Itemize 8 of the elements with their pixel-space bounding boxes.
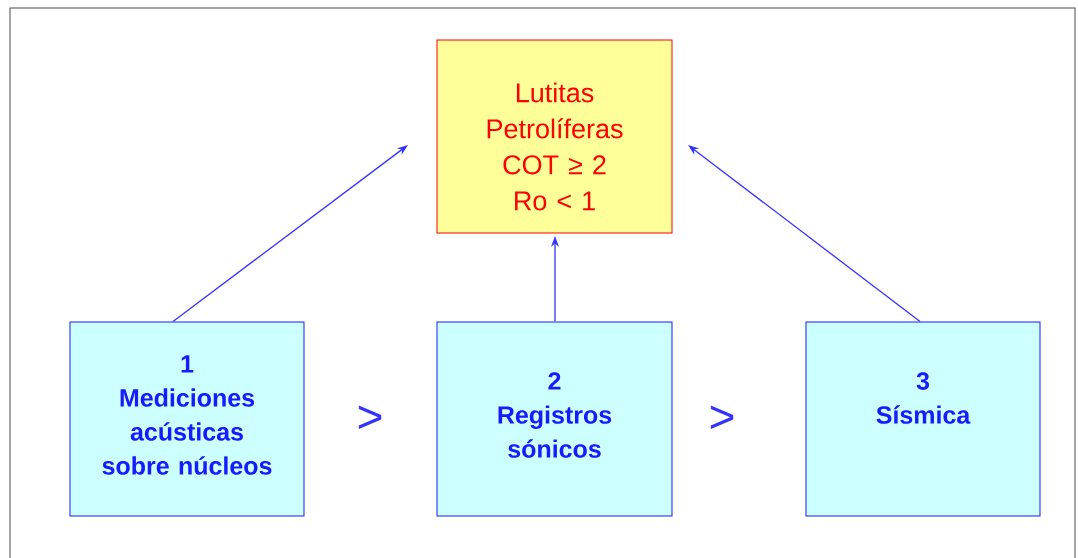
comparison-sign: > [710, 405, 734, 429]
arrow [688, 145, 921, 323]
text-box: 1 Mediciones acústicas sobre núcleos [69, 321, 305, 517]
text-box: 3 Sísmica [805, 321, 1041, 517]
text-box: 2 Registros sónicos [436, 321, 673, 517]
text-box: Lutitas Petrolíferas COT ≥ 2 Ro < 1 [436, 39, 673, 234]
comparison-sign: > [358, 405, 382, 429]
arrow [172, 145, 408, 323]
